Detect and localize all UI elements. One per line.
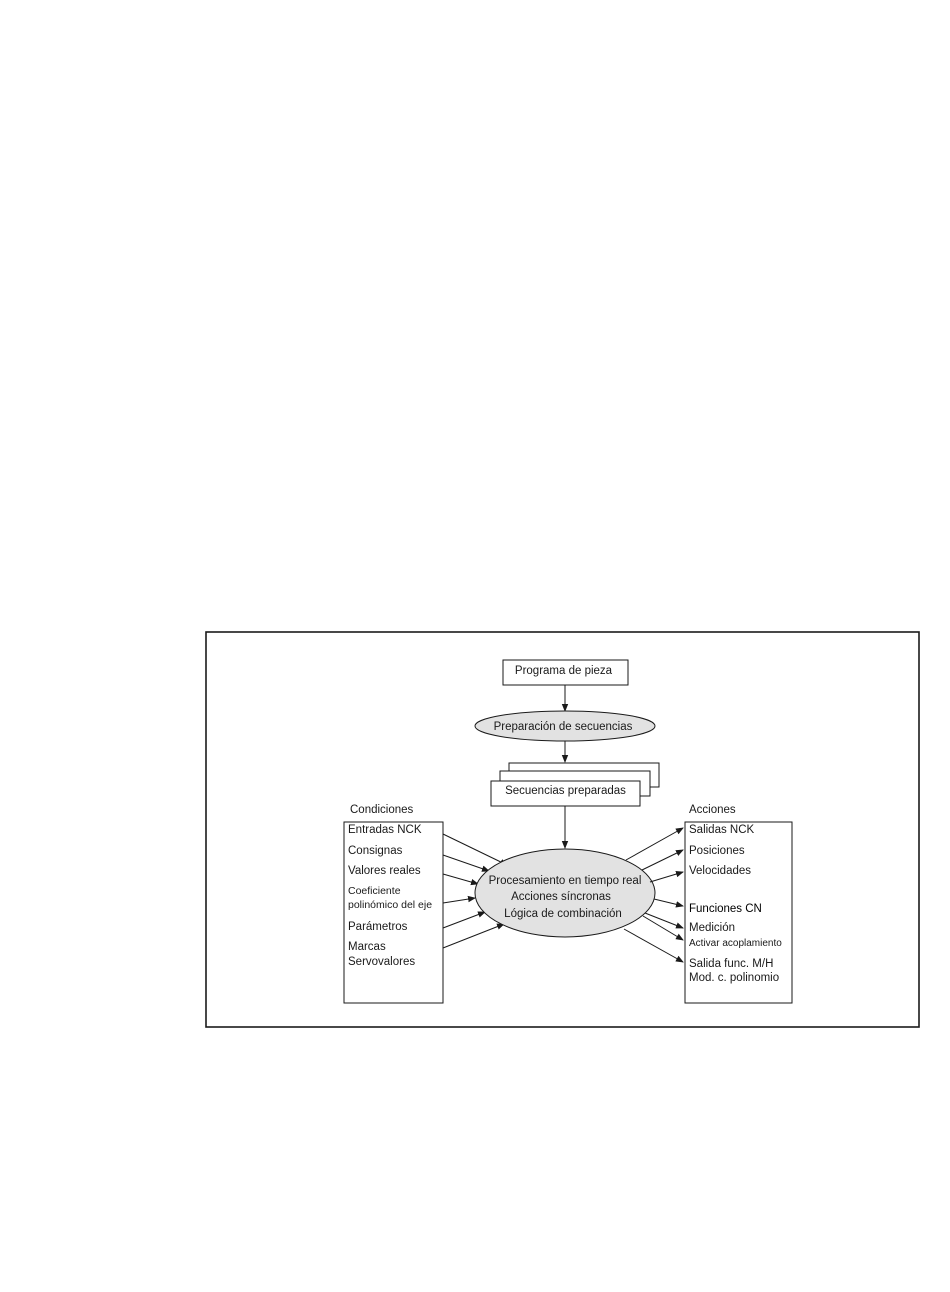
arrow-center-to-action xyxy=(644,912,684,929)
action-item: Velocidades xyxy=(689,865,751,877)
center-line-2: Acciones síncronas xyxy=(511,891,611,903)
arrow-condition-to-center xyxy=(442,833,508,866)
action-item: Funciones CN xyxy=(689,903,762,915)
condition-item: Servovalores xyxy=(348,956,415,968)
center-line-3: Lógica de combinación xyxy=(504,908,622,920)
arrow-center-to-action xyxy=(623,928,684,963)
arrow-center-to-action xyxy=(653,898,684,908)
arrow-condition-to-center xyxy=(442,854,490,872)
action-item: Posiciones xyxy=(689,845,745,857)
part-program-label: Programa de pieza xyxy=(515,665,613,677)
realtime-processing-ellipse xyxy=(474,848,656,938)
action-item: Salidas NCK xyxy=(689,824,755,836)
actions-box xyxy=(684,821,793,1004)
block-preparation-label: Preparación de secuencias xyxy=(494,721,633,733)
arrow-center-to-action xyxy=(642,915,684,941)
prepared-blocks-label: Secuencias preparadas xyxy=(505,785,626,797)
actions-title: Acciones xyxy=(689,804,736,816)
condition-item: Consignas xyxy=(348,845,403,857)
condition-item: Marcas xyxy=(348,941,386,953)
conditions-title: Condiciones xyxy=(350,804,414,816)
action-item: Salida func. M/H xyxy=(689,958,773,970)
diagram-frame xyxy=(205,631,920,1028)
prepared-blocks-box xyxy=(490,780,641,807)
condition-item: polinómico del eje xyxy=(348,899,432,911)
action-item: Medición xyxy=(689,922,735,934)
conditions-box xyxy=(343,821,444,1004)
part-program-box xyxy=(502,659,629,686)
center-line-1: Procesamiento en tiempo real xyxy=(489,875,642,887)
action-item: Activar acoplamiento xyxy=(689,938,782,949)
arrow-condition-to-center xyxy=(442,911,486,929)
condition-item: Coeficiente xyxy=(348,885,401,897)
condition-item: Valores reales xyxy=(348,865,421,877)
condition-item: Parámetros xyxy=(348,921,408,933)
arrow-condition-to-center xyxy=(442,895,476,904)
arrow-center-to-action xyxy=(625,827,684,861)
arrow-condition-to-center xyxy=(442,873,479,886)
arrow-condition-to-center xyxy=(442,923,505,949)
condition-item: Entradas NCK xyxy=(348,824,422,836)
arrow-center-to-action xyxy=(641,849,684,871)
action-item: Mod. c. polinomio xyxy=(689,972,779,984)
arrow-center-to-action xyxy=(649,870,684,883)
